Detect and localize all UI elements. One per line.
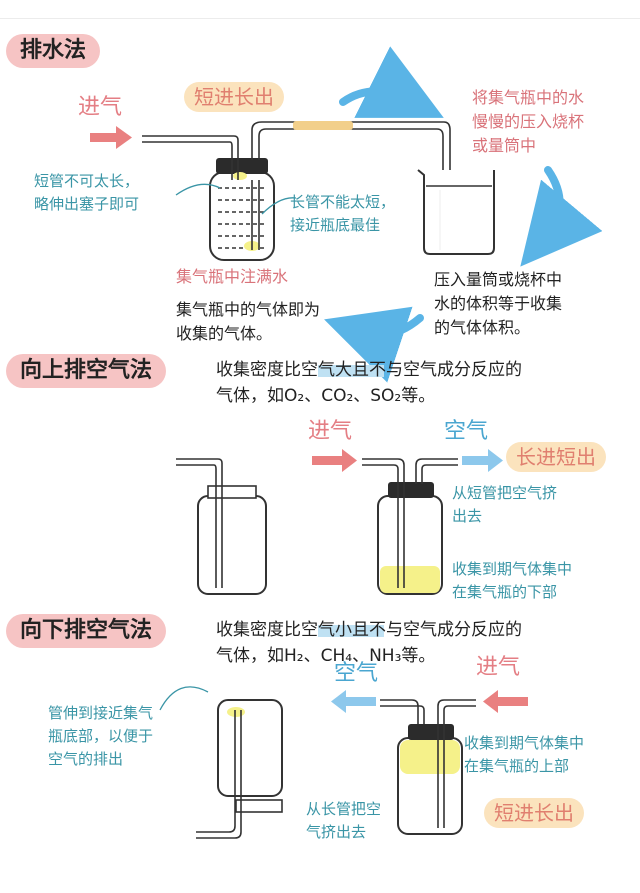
note-collect-top-line2: 在集气瓶的上部 xyxy=(464,757,570,775)
note-fill-water: 集气瓶中注满水 xyxy=(176,267,289,286)
inlet-label-3: 进气 xyxy=(476,655,521,680)
note-long-tube-line2: 接近瓶底最佳 xyxy=(290,216,381,234)
note-tube-line2: 瓶底部，以便于 xyxy=(48,727,154,745)
note-press-water-line2: 慢慢的压入烧杯 xyxy=(472,112,585,131)
note-gas-collected-line1: 集气瓶中的气体即为 xyxy=(176,300,321,319)
tubes-section1 xyxy=(142,121,451,250)
note-volume-line3: 的气体体积。 xyxy=(434,318,531,337)
desc-upward-line1: 收集密度比空气大且不与空气成分反应的 xyxy=(216,360,522,380)
heading-water-displacement: 排水法 xyxy=(6,34,101,68)
note-push-air-line1: 从短管把空气挤 xyxy=(452,484,558,502)
red-inlet-arrow-3 xyxy=(483,690,528,713)
note-short-tube-line2: 略伸出塞子即可 xyxy=(34,195,140,213)
note-tube-line3: 空气的排出 xyxy=(48,750,124,768)
pointer-long-tube xyxy=(261,197,297,215)
note-long-tube-line1: 长管不能太短， xyxy=(290,193,396,211)
note-tube-line1: 管伸到接近集气 xyxy=(48,704,154,722)
note-collect-top-line1: 收集到期气体集中 xyxy=(464,734,585,752)
desc-downward-line1: 收集密度比空气小且不与空气成分反应的 xyxy=(216,620,522,640)
note-push-air3-line1: 从长管把空 xyxy=(306,800,382,818)
heading-upward-air: 向上排空气法 xyxy=(6,354,167,388)
heading-downward-air: 向下排空气法 xyxy=(6,614,167,648)
note-press-water-line3: 或量筒中 xyxy=(472,136,537,155)
note-push-air3-line2: 气挤出去 xyxy=(306,823,367,841)
note-collect-bottom-line2: 在集气瓶的下部 xyxy=(452,583,558,601)
blue-outlet-arrow-2 xyxy=(462,449,503,472)
badge-long-in-short-out: 长进短出 xyxy=(506,442,606,472)
air-label-3: 空气 xyxy=(334,661,379,686)
pointer-inverted xyxy=(159,686,209,711)
note-volume-line2: 水的体积等于收集 xyxy=(434,294,563,313)
note-push-air-line2: 出去 xyxy=(452,507,483,525)
note-gas-collected-line2: 收集的气体。 xyxy=(176,324,273,343)
desc-downward-line2: 气体，如H₂、CH₄、NH₃等。 xyxy=(216,646,436,666)
air-label-2: 空气 xyxy=(444,419,489,444)
cycle-arrow-right xyxy=(520,166,603,267)
empty-bottle-upward xyxy=(176,458,267,595)
collecting-bottle-downward xyxy=(380,699,476,835)
cycle-arrow-top xyxy=(339,46,444,118)
badge-short-in-long-out-1: 短进长出 xyxy=(184,82,284,112)
water-bottle xyxy=(209,158,275,261)
note-press-water-line1: 将集气瓶中的水 xyxy=(472,88,585,107)
note-volume-line1: 压入量筒或烧杯中 xyxy=(434,270,563,289)
badge-short-in-long-out-3: 短进长出 xyxy=(484,798,584,828)
beaker xyxy=(417,169,495,255)
note-collect-bottom-line1: 收集到期气体集中 xyxy=(452,560,573,578)
desc-upward-line2: 气体，如O₂、CO₂、SO₂等。 xyxy=(216,386,436,406)
collecting-bottle-upward xyxy=(362,458,458,595)
inverted-bottle xyxy=(196,699,283,839)
highlight-lighter xyxy=(318,625,384,637)
red-inlet-arrow-2 xyxy=(312,449,357,472)
highlight-denser xyxy=(318,365,384,377)
top-divider xyxy=(0,18,640,19)
rubber-connector xyxy=(293,121,353,130)
red-inlet-arrow-1 xyxy=(90,126,132,149)
note-short-tube-line1: 短管不可太长， xyxy=(34,172,140,190)
inlet-label-2: 进气 xyxy=(308,419,353,444)
inlet-label-1: 进气 xyxy=(78,95,123,120)
pointer-short-tube xyxy=(175,183,221,196)
blue-outlet-arrow-3 xyxy=(331,690,376,713)
cycle-arrow-bottom xyxy=(324,306,424,383)
